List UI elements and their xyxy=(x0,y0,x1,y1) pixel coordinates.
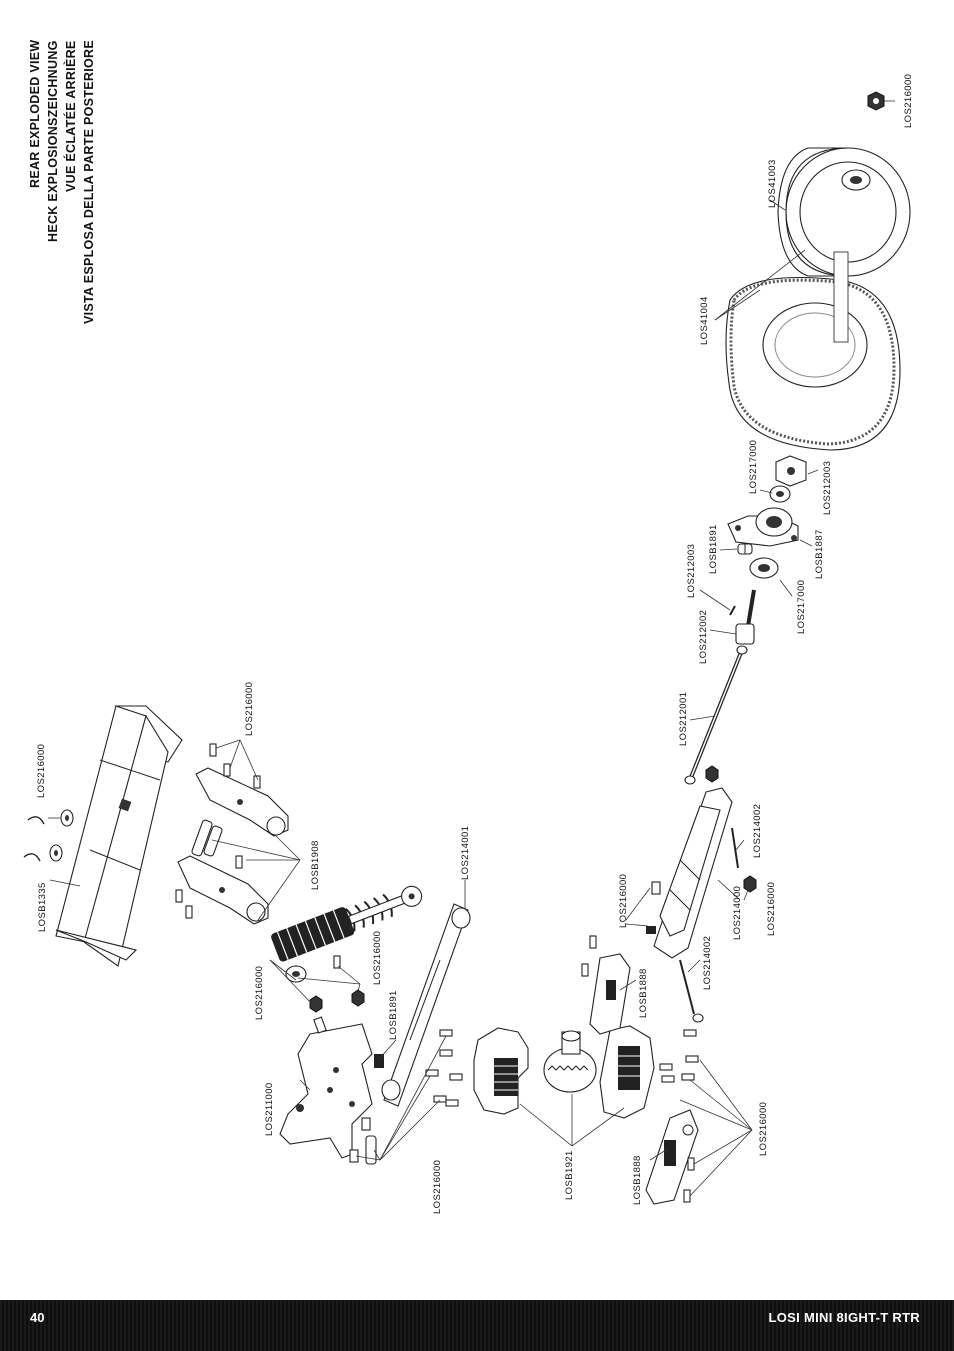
lower-mount xyxy=(645,1109,699,1205)
cvd-driveshaft xyxy=(684,645,748,785)
part-label: LOSB1908 xyxy=(310,840,321,890)
part-label: LOS41004 xyxy=(699,296,710,345)
footer-bar: 40 LOSI MINI 8IGHT-T RTR xyxy=(0,1300,954,1351)
part-label: LOS214000 xyxy=(732,886,743,940)
part-label: LOSB1888 xyxy=(632,1155,643,1205)
part-label: LOSB1335 xyxy=(37,882,48,932)
arm-pins xyxy=(646,765,757,1023)
part-label: LOSB1921 xyxy=(564,1150,575,1200)
part-label: LOS214002 xyxy=(752,804,763,858)
wheel-nut xyxy=(867,91,885,111)
rear-wing xyxy=(55,705,183,967)
part-label: LOS211000 xyxy=(264,1082,275,1136)
part-label: LOS216000 xyxy=(432,1160,443,1214)
part-label: LOS216000 xyxy=(903,74,914,128)
part-label: LOS216000 xyxy=(618,874,629,928)
part-label: LOS214002 xyxy=(702,936,713,990)
rear-axle xyxy=(729,589,756,645)
part-label: LOS212002 xyxy=(698,610,709,664)
part-label: LOS212003 xyxy=(686,544,697,598)
part-label: LOSB1891 xyxy=(388,990,399,1040)
part-label: LOS41003 xyxy=(767,159,778,208)
hub-carrier xyxy=(727,507,799,547)
differential xyxy=(543,1030,597,1093)
wing-mount-lower xyxy=(177,855,269,925)
rear-arm xyxy=(653,787,733,959)
part-label: LOS212001 xyxy=(678,692,689,746)
leader-lines xyxy=(48,199,819,1197)
page-number: 40 xyxy=(30,1310,45,1325)
part-label: LOS216000 xyxy=(254,966,265,1020)
part-label: LOS212003 xyxy=(822,461,833,515)
part-label: LOS216000 xyxy=(244,682,255,736)
part-label: LOS214001 xyxy=(460,826,471,880)
wing-mount-upper xyxy=(195,767,289,837)
part-label: LOS217000 xyxy=(796,580,807,634)
part-labels: LOS216000 LOS41003 LOS41004 LOS217000 LO… xyxy=(36,74,914,1214)
part-label: LOS216000 xyxy=(372,931,383,985)
product-name: LOSI MINI 8IGHT-T RTR xyxy=(768,1310,920,1325)
pivot-ball xyxy=(737,543,753,555)
exploded-view-diagram: LOS216000 LOS41003 LOS41004 LOS217000 LO… xyxy=(23,74,914,1214)
part-label: LOSB1891 xyxy=(708,524,719,574)
rear-shock xyxy=(271,885,423,962)
camber-mount xyxy=(581,935,631,1035)
bearing xyxy=(769,485,791,503)
shock-hardware xyxy=(285,955,365,1013)
chassis-brace xyxy=(381,903,471,1107)
brace-screws xyxy=(349,1029,463,1165)
tire xyxy=(725,251,901,451)
chassis-plate xyxy=(279,1016,373,1159)
wing-mount-screws xyxy=(175,743,261,919)
part-label: LOSB1887 xyxy=(814,529,825,579)
part-label: LOSB1888 xyxy=(638,968,649,1018)
wheel-rim xyxy=(777,147,911,277)
bearing-2 xyxy=(749,557,779,579)
hex-hub xyxy=(775,455,807,487)
part-label: LOS217000 xyxy=(748,440,759,494)
diff-housing-left xyxy=(473,1027,529,1115)
part-label: LOS216000 xyxy=(36,744,47,798)
wing-washers xyxy=(23,809,74,862)
part-label: LOS216000 xyxy=(766,882,777,936)
diff-housing-right xyxy=(599,1025,655,1119)
part-label: LOS216000 xyxy=(758,1102,769,1156)
housing-screws xyxy=(659,1029,699,1083)
